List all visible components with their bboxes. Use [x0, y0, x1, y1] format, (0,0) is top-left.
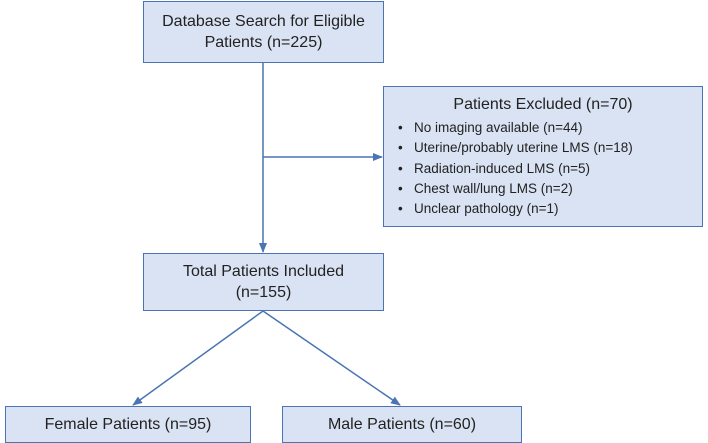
database-search-box: Database Search for Eligible Patients (n…: [143, 1, 384, 63]
exclusion-reason-item: Radiation-induced LMS (n=5): [398, 159, 633, 179]
exclusion-reason-item: No imaging available (n=44): [398, 118, 633, 138]
exclusion-reasons-list: No imaging available (n=44) Uterine/prob…: [384, 118, 633, 219]
male-patients-label: Male Patients (n=60): [327, 415, 477, 433]
female-patients-label: Female Patients (n=95): [44, 415, 212, 433]
total-included-box: Total Patients Included (n=155): [143, 253, 384, 311]
exclusion-reason-item: Uterine/probably uterine LMS (n=18): [398, 138, 633, 158]
exclusion-reason-item: Chest wall/lung LMS (n=2): [398, 179, 633, 199]
patients-excluded-title: Patients Excluded (n=70): [453, 96, 633, 113]
patients-excluded-box: Patients Excluded (n=70) No imaging avai…: [383, 86, 703, 227]
database-search-line2: Patients (n=225): [204, 34, 323, 51]
arrow-total-to-female: [132, 310, 264, 406]
male-patients-box: Male Patients (n=60): [282, 406, 522, 443]
total-included-line2: (n=155): [235, 284, 292, 301]
arrow-total-to-male: [262, 310, 401, 406]
total-included-line1: Total Patients Included: [183, 262, 344, 280]
female-patients-box: Female Patients (n=95): [5, 406, 251, 443]
database-search-line1: Database Search for Eligible: [162, 12, 365, 30]
exclusion-reason-item: Unclear pathology (n=1): [398, 199, 633, 219]
